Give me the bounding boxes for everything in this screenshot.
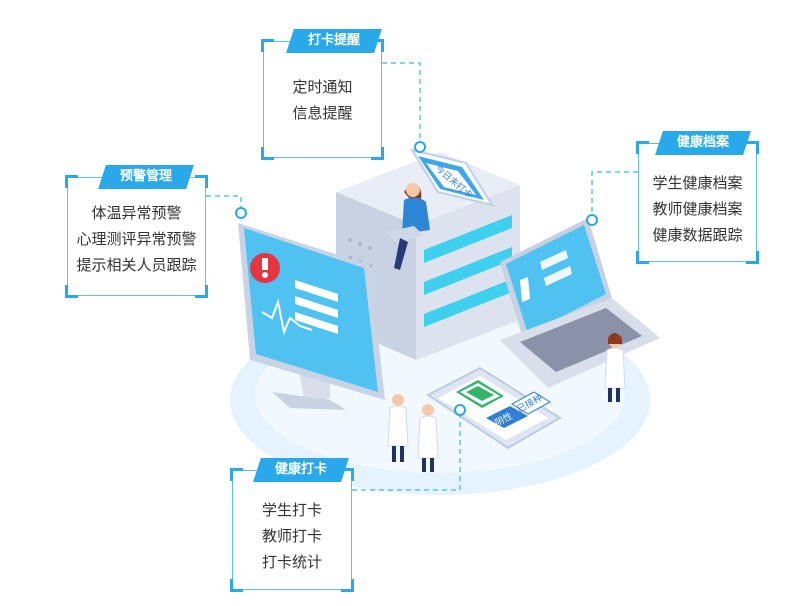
panel-corner xyxy=(65,285,78,298)
phone-front xyxy=(426,366,562,450)
panel-corner xyxy=(746,251,759,264)
monitor xyxy=(238,223,385,410)
panel-corner xyxy=(371,39,384,52)
panel-corner xyxy=(65,175,78,188)
warning-item: 体温异常预警 xyxy=(91,204,182,222)
panel-corner xyxy=(636,141,649,154)
reminder-panel-title: 打卡提醒 xyxy=(286,29,382,53)
panel-corner xyxy=(195,285,208,298)
records-panel: 健康档案 学生健康档案 教师健康档案 健康数据跟踪 xyxy=(636,131,759,264)
connector-dots xyxy=(235,141,598,416)
panel-corner xyxy=(195,175,208,188)
warning-panel-title: 预警管理 xyxy=(98,165,194,189)
records-item: 教师健康档案 xyxy=(652,200,743,218)
reminder-item: 定时通知 xyxy=(292,78,353,96)
scientist-figure xyxy=(604,333,626,402)
checkin-panel: 健康打卡 学生打卡 教师打卡 打卡统计 xyxy=(230,458,354,592)
panel-corner xyxy=(261,147,274,160)
records-item: 健康数据跟踪 xyxy=(652,226,743,244)
woman-figure xyxy=(386,183,430,270)
reminder-panel: 打卡提醒 定时通知 信息提醒 xyxy=(261,29,384,160)
panel-corner xyxy=(261,39,274,52)
checkin-item: 学生打卡 xyxy=(261,501,322,519)
checkin-item: 教师打卡 xyxy=(261,527,322,545)
panel-corner xyxy=(341,579,354,592)
warning-item: 心理测评异常预警 xyxy=(76,230,197,248)
records-panel-title: 健康档案 xyxy=(655,131,751,155)
warning-item: 提示相关人员跟踪 xyxy=(76,256,197,274)
panel-corner xyxy=(230,468,243,481)
laptop xyxy=(500,218,660,388)
panel-corner xyxy=(371,147,384,160)
checkin-panel-title: 健康打卡 xyxy=(253,458,349,482)
checkin-item: 打卡统计 xyxy=(261,553,322,571)
doctors-figure xyxy=(387,394,439,472)
reminder-item: 信息提醒 xyxy=(292,104,353,122)
phone-top xyxy=(409,148,495,207)
records-item: 学生健康档案 xyxy=(652,174,743,192)
panel-corner xyxy=(636,251,649,264)
panel-corner xyxy=(341,468,354,481)
panel-corner xyxy=(230,579,243,592)
warning-panel: 预警管理 体温异常预警 心理测评异常预警 提示相关人员跟踪 xyxy=(65,165,208,298)
panel-corner xyxy=(746,141,759,154)
